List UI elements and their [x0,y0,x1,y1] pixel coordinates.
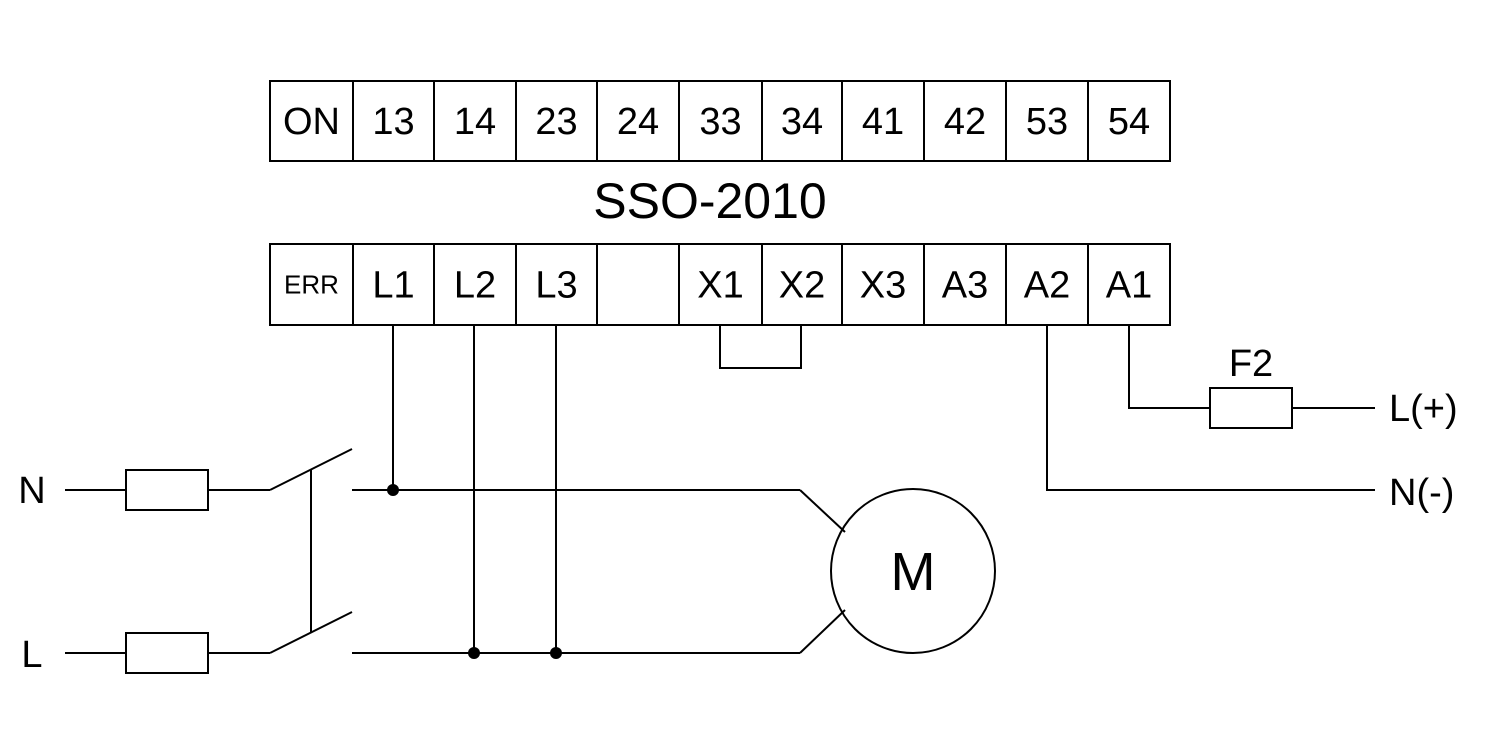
bottom-terminal-label: L2 [454,265,496,307]
l1-junction-dot [387,484,399,496]
top-terminal-label: 41 [862,101,904,143]
bottom-terminal-box [841,243,925,326]
top-terminal-box [841,80,925,162]
bottom-terminal-label: A3 [942,265,988,307]
top-terminal-box [352,80,435,162]
line-motor-lead [799,609,846,654]
top-terminal-label: 24 [617,101,659,143]
bottom-terminal-label: L3 [535,265,577,307]
top-terminal-box [923,80,1007,162]
top-terminal-label: 54 [1108,101,1150,143]
l2-junction-dot [468,647,480,659]
control-fuse-label: F2 [1229,343,1273,385]
top-terminal-label: 42 [944,101,986,143]
x1-x2-jumper [719,325,802,369]
bottom-terminal-label: L1 [372,265,414,307]
top-terminal-label: 53 [1026,101,1068,143]
neutral-fuse [125,469,209,511]
bottom-terminal-box [1087,243,1171,326]
top-terminal-label: 34 [781,101,823,143]
line-supply-label: L [21,634,42,676]
a2-control-wire [1046,325,1375,491]
bottom-terminal-strip: ERR L1 L2 L3 X1 X2 X3 A3 A2 A1 [269,243,1171,326]
bottom-terminal-box [923,243,1007,326]
bottom-terminal-label: X2 [779,265,825,307]
top-terminal-label: 33 [699,101,741,143]
bottom-terminal-box [596,243,680,326]
top-terminal-box [678,80,763,162]
bottom-terminal-label: X1 [697,265,743,307]
bottom-terminal-box [1005,243,1089,326]
motor-symbol [830,488,996,654]
bottom-terminal-label: A2 [1024,265,1070,307]
bottom-terminal-box [433,243,517,326]
bottom-terminal-label: A1 [1106,265,1152,307]
top-terminal-box [269,80,354,162]
top-terminal-label: ON [283,101,340,143]
top-terminal-box [596,80,680,162]
bottom-terminal-box [269,243,354,326]
positive-supply-label: L(+) [1389,388,1458,430]
negative-supply-label: N(-) [1389,472,1454,514]
top-terminal-box [761,80,843,162]
top-terminal-box [1005,80,1089,162]
top-terminal-box [1087,80,1171,162]
neutral-motor-lead [799,489,846,533]
line-switch-contact [269,611,353,654]
bottom-terminal-box [678,243,763,326]
top-terminal-box [433,80,517,162]
top-terminal-label: 13 [372,101,414,143]
l3-junction-dot [550,647,562,659]
device-title: SSO-2010 [593,173,826,229]
bottom-terminal-label: ERR [284,270,339,300]
bottom-terminal-label: X3 [860,265,906,307]
top-terminal-label: 23 [535,101,577,143]
control-fuse-f2 [1209,387,1293,429]
bottom-terminal-box [761,243,843,326]
line-fuse [125,632,209,674]
motor-label: M [891,542,936,602]
top-terminal-label: 14 [454,101,496,143]
top-terminal-strip: ON 13 14 23 24 33 34 41 42 53 54 [269,80,1171,162]
neutral-supply-label: N [18,470,45,512]
